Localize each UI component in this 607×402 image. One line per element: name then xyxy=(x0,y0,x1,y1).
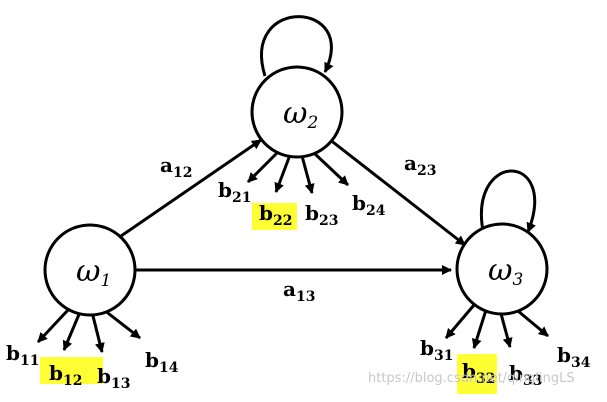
emission-arrow-b13 xyxy=(90,311,105,353)
emission-label-b31: b31 xyxy=(420,336,453,364)
state-label-w3: ω3 xyxy=(488,253,523,290)
transition-labels: a12 a23 a13 xyxy=(160,151,436,305)
edge-w1-w2 xyxy=(120,138,262,238)
emission-arrow-b11 xyxy=(36,308,70,344)
emission-arrow-b32 xyxy=(471,309,488,349)
state-node-w2: ω2 xyxy=(250,65,344,159)
emission-label-b14: b14 xyxy=(145,348,179,376)
emission-label-b13: b13 xyxy=(97,364,130,392)
emission-label-b23: b23 xyxy=(305,201,338,229)
emission-arrow-b12 xyxy=(62,311,82,351)
highlight-b12 xyxy=(40,357,103,384)
emission-arrow-b21 xyxy=(246,150,280,184)
emission-arrow-b33 xyxy=(498,309,513,348)
emission-label-b21: b21 xyxy=(218,178,251,206)
emission-arrow-b31 xyxy=(444,304,476,339)
transition-edges xyxy=(120,15,536,275)
highlight-b22 xyxy=(252,203,297,230)
highlights xyxy=(40,203,497,394)
emission-arrow-b14 xyxy=(103,308,141,340)
state-node-w3: ω3 xyxy=(455,222,549,316)
emission-arrow-b23 xyxy=(300,155,315,194)
transition-label-a13: a13 xyxy=(283,277,315,305)
emission-label-b12: b12 xyxy=(49,361,82,389)
emission-label-b32: b32 xyxy=(462,359,495,387)
emission-label-b24: b24 xyxy=(352,191,386,219)
state-circle-w1 xyxy=(43,223,137,317)
transition-label-a23: a23 xyxy=(404,151,436,179)
state-circle-w2 xyxy=(250,65,344,159)
emission-arrow-b22 xyxy=(274,154,292,193)
watermark-text: https://blog.csdn.net/qinglingLS xyxy=(368,371,575,386)
emission-arrow-b24 xyxy=(312,151,350,187)
emission-arrows xyxy=(36,150,549,353)
state-node-w1: ω1 xyxy=(43,223,137,317)
state-circle-w3 xyxy=(455,222,549,316)
emission-labels: b11 b12 b13 b14 b21 b22 b23 b24 b31 b32 … xyxy=(6,178,591,392)
emission-label-b34: b34 xyxy=(557,343,591,371)
highlight-b32 xyxy=(457,354,497,394)
emission-label-b11: b11 xyxy=(6,341,39,369)
emission-label-b22: b22 xyxy=(259,201,292,229)
emission-label-b33: b33 xyxy=(509,361,542,389)
self-loop-w3 xyxy=(480,169,536,237)
state-label-w1: ω1 xyxy=(76,254,111,291)
transition-label-a12: a12 xyxy=(160,153,192,181)
state-label-w2: ω2 xyxy=(283,96,318,133)
edge-w2-w3 xyxy=(328,137,466,247)
self-loop-w2 xyxy=(260,15,334,77)
